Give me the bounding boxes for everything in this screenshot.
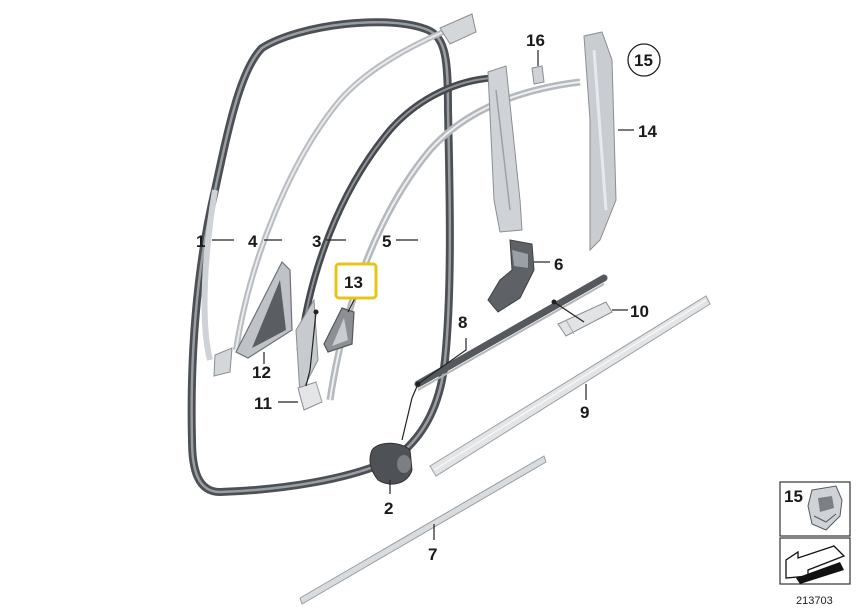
callout-5: 5 [382, 232, 391, 251]
callout-2: 2 [384, 499, 393, 518]
leader-lines [212, 50, 634, 540]
window-trim-part-5 [326, 78, 581, 401]
pillar-cover-part-14 [583, 31, 617, 252]
long-strip-part-7 [299, 455, 547, 605]
lower-seal-part-8 [414, 274, 608, 391]
highlight-box-13 [334, 262, 378, 300]
inner-window-seal-part-3 [295, 74, 493, 397]
callout-13: 13 [344, 273, 363, 292]
grommet-part-2 [369, 442, 413, 485]
callout-9: 9 [580, 403, 589, 422]
inset-part-15: 15 [779, 481, 851, 537]
bracket-part-6 [487, 239, 535, 313]
callout-11: 11 [254, 394, 272, 413]
callout-7: 7 [428, 545, 437, 564]
inset-label-15: 15 [784, 487, 803, 506]
clip-part-16 [531, 65, 545, 85]
callout-8: 8 [458, 313, 467, 332]
clip-strip-part-10 [557, 301, 613, 337]
callout-1: 1 [196, 232, 205, 251]
catalog-number: 213703 [796, 595, 833, 607]
callout-3: 3 [312, 232, 321, 251]
callout-15-circle [627, 43, 661, 77]
block-part-11 [297, 381, 323, 411]
sill-trim-part-9 [429, 295, 711, 477]
callout-4: 4 [248, 232, 258, 251]
callout-16: 16 [526, 31, 545, 50]
pillar-trim [487, 65, 523, 233]
mirror-triangle-part-12 [235, 260, 293, 359]
window-channel-part-4 [213, 13, 477, 377]
callout-12: 12 [252, 363, 271, 382]
callout-15: 15 [634, 51, 653, 70]
callout-6: 6 [554, 255, 563, 274]
callout-10: 10 [630, 302, 649, 321]
inset-arrow-symbol [779, 537, 851, 585]
callouts: 1 4 3 5 6 13 8 10 9 12 11 2 7 14 16 15 [196, 31, 661, 564]
clip-part-15-icon [807, 485, 843, 531]
callout-14: 14 [638, 122, 657, 141]
triangle-cover-part-13 [323, 307, 355, 353]
